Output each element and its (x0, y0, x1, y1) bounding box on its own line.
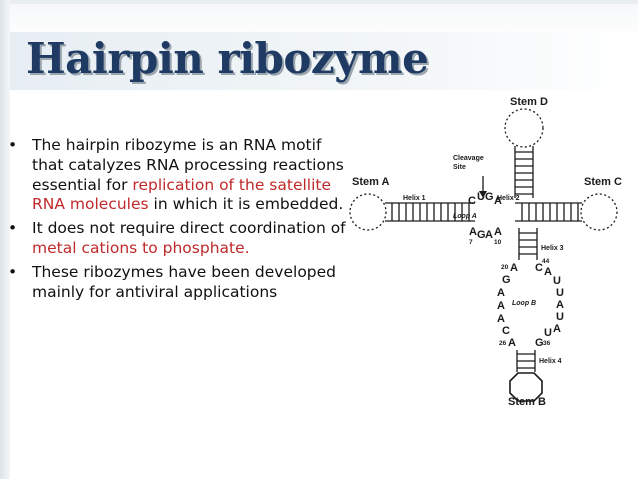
num-44: 44 (542, 258, 550, 265)
base-c: C (468, 195, 476, 207)
base-a-10: A (494, 226, 502, 238)
base-u: U (477, 191, 485, 203)
loop-b-left-base: G (502, 274, 511, 286)
bullet-item: • It does not require direct coordinatio… (8, 219, 348, 259)
bullet-item: • The hairpin ribozyme is an RNA motif t… (8, 136, 348, 215)
loop-b-right-base: C (535, 262, 543, 274)
stem-b-loop (509, 372, 543, 402)
helix-1-rungs (391, 203, 470, 221)
slide-frame-top (0, 0, 638, 4)
bullet-highlight: replication of the satellite RNA molecul… (32, 175, 332, 214)
bullet-list: • The hairpin ribozyme is an RNA motif t… (8, 136, 348, 306)
bullet-text: These ribozymes have been developed main… (32, 262, 337, 301)
helix-2-rungs (521, 203, 579, 221)
base-a: A (494, 195, 502, 207)
base-g: G (485, 191, 494, 203)
stem-a-label: Stem A (352, 176, 390, 188)
num-36: 36 (543, 340, 551, 347)
bullet-dot: • (8, 219, 18, 238)
loop-b-right-base: A (544, 266, 552, 278)
helix-4-rungs (517, 353, 535, 369)
ribozyme-diagram: Stem D Stem A Stem C Stem B Cleavage Sit… (349, 96, 622, 408)
bullet-text-end: in which it is embedded. (148, 195, 344, 214)
loop-b-right-base: A (553, 323, 561, 335)
helix-1-label: Helix 1 (403, 195, 426, 202)
helix-4-label: Helix 4 (539, 358, 562, 365)
stem-d-rungs (515, 151, 533, 195)
loop-b-right-base: A (556, 299, 564, 311)
helix-3-label: Helix 3 (541, 245, 564, 252)
stem-d-loop (504, 108, 544, 148)
stem-c-loop (580, 193, 618, 231)
loop-b-right-base: U (556, 287, 564, 299)
bullet-highlight: metal cations to phosphate. (32, 238, 250, 257)
loop-b-left-base: C (502, 325, 510, 337)
base-a-bottom: A (485, 229, 493, 241)
loop-a-label: Loop A (453, 213, 477, 220)
loop-b-label: Loop B (512, 300, 536, 307)
stem-a-loop (349, 193, 387, 231)
helix-3-rungs (519, 232, 537, 255)
bullet-dot: • (8, 262, 18, 281)
stem-d-label: Stem D (510, 96, 548, 108)
slide-frame-left (0, 0, 10, 479)
base-g-bottom: G (477, 229, 486, 241)
loop-b-left-base: A (497, 287, 505, 299)
base-a-7: A (469, 226, 477, 238)
loop-b-right-base: U (556, 311, 564, 323)
stem-b-label: Stem B (508, 396, 546, 408)
num-7: 7 (469, 239, 473, 246)
loop-b-right-base: G (535, 337, 544, 349)
loop-b-left-base: A (510, 262, 518, 274)
title-shadow: Hairpin ribozyme (28, 36, 431, 85)
loop-b-left-base: A (497, 313, 505, 325)
bullet-text: The hairpin ribozyme is an RNA motif tha… (32, 136, 344, 194)
helix-2-label: Helix 2 (497, 195, 520, 202)
loop-b-left-base: A (497, 300, 505, 312)
cleavage-label-line1: Cleavage (453, 155, 484, 162)
loop-b-left-base: A (508, 337, 516, 349)
num-26: 26 (499, 340, 507, 347)
bullet-dot: • (8, 136, 18, 154)
bullet-text: It does not require direct coordination … (32, 219, 346, 238)
bullet-item: • These ribozymes have been developed ma… (8, 263, 348, 303)
slide-title: Hairpin ribozyme (26, 34, 429, 83)
num-10: 10 (494, 239, 502, 246)
loop-b-right-base: U (553, 275, 561, 287)
stem-c-label: Stem C (584, 176, 622, 188)
title-bar (10, 32, 638, 90)
loop-b-right-base: U (544, 327, 552, 339)
num-20: 20 (501, 264, 509, 271)
cleavage-label-line2: Site (453, 164, 466, 171)
